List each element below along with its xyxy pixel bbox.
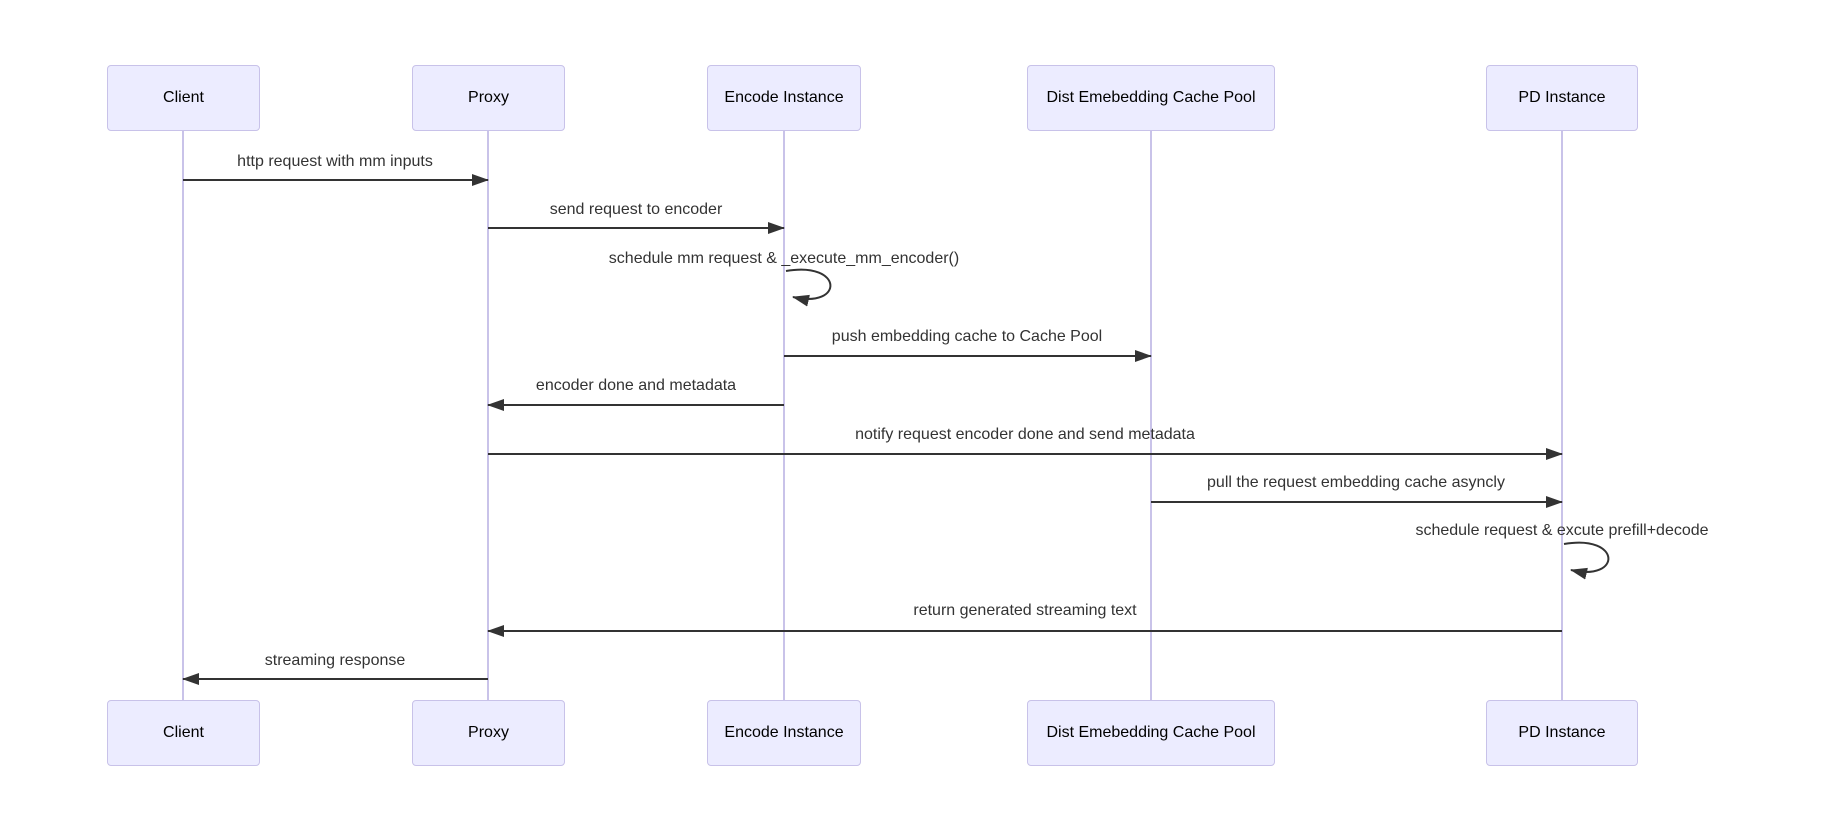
- actor-label: Client: [163, 89, 204, 106]
- message-label-encoder-done: encoder done and metadata: [535, 377, 737, 394]
- message-label-send-request: send request to encoder: [549, 201, 723, 218]
- actor-label: PD Instance: [1518, 89, 1606, 106]
- self-loop-pd: [1563, 541, 1610, 580]
- actor-box-proxy-bottom: Proxy: [412, 700, 565, 766]
- actor-box-client-bottom: Client: [107, 700, 260, 766]
- message-label-notify-encoder-done: notify request encoder done and send met…: [855, 426, 1195, 443]
- message-label-streaming-response: streaming response: [264, 652, 406, 669]
- actor-label: Proxy: [468, 724, 509, 741]
- actor-box-client-top: Client: [107, 65, 260, 131]
- actor-box-proxy-top: Proxy: [412, 65, 565, 131]
- actor-box-pd-instance-bottom: PD Instance: [1486, 700, 1638, 766]
- message-label-http-request: http request with mm inputs: [237, 153, 433, 170]
- actor-label: Client: [163, 724, 204, 741]
- actor-label: Dist Emebedding Cache Pool: [1046, 89, 1256, 106]
- actor-box-dist-embedding-cache-pool-bottom: Dist Emebedding Cache Pool: [1027, 700, 1275, 766]
- lifeline-encode-instance: [783, 131, 785, 700]
- message-label-push-embedding: push embedding cache to Cache Pool: [831, 328, 1103, 345]
- lifeline-client: [182, 131, 184, 700]
- lifeline-dist-embedding-cache-pool: [1150, 131, 1152, 700]
- lifeline-pd-instance: [1561, 131, 1563, 700]
- lifeline-proxy: [487, 131, 489, 700]
- message-label-schedule-request: schedule request & excute prefill+decode: [1415, 522, 1709, 539]
- actor-label: Proxy: [468, 89, 509, 106]
- message-label-pull-embedding: pull the request embedding cache asyncly: [1207, 474, 1505, 491]
- actor-box-encode-instance-bottom: Encode Instance: [707, 700, 861, 766]
- actor-box-pd-instance-top: PD Instance: [1486, 65, 1638, 131]
- actor-label: Encode Instance: [724, 89, 844, 106]
- actor-label: Dist Emebedding Cache Pool: [1046, 724, 1256, 741]
- message-label-return-streaming: return generated streaming text: [913, 602, 1137, 619]
- actor-box-encode-instance-top: Encode Instance: [707, 65, 861, 131]
- message-label-schedule-mm-request: schedule mm request & _execute_mm_encode…: [608, 250, 960, 267]
- actor-label: Encode Instance: [724, 724, 844, 741]
- self-loop-encode: [785, 268, 832, 307]
- actor-box-dist-embedding-cache-pool-top: Dist Emebedding Cache Pool: [1027, 65, 1275, 131]
- actor-label: PD Instance: [1518, 724, 1606, 741]
